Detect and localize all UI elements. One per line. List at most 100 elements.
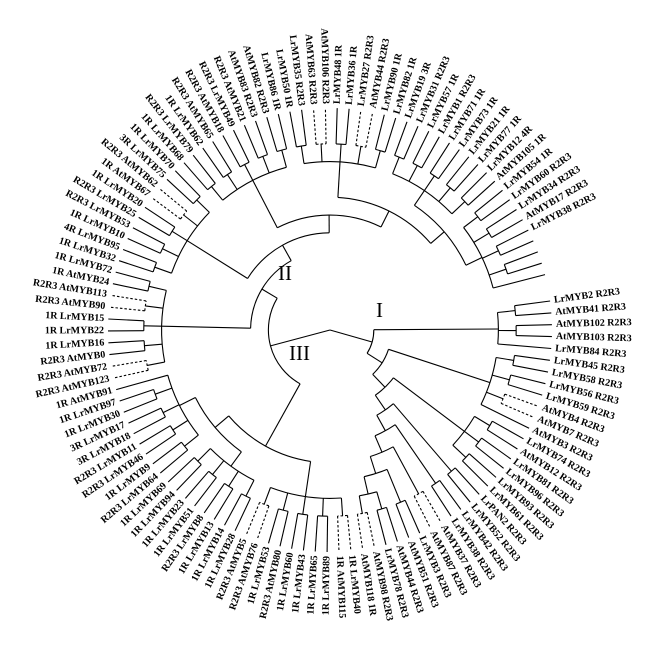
- tree-branch: [194, 477, 217, 507]
- tree-branch: [171, 230, 188, 242]
- tree-branch: [475, 437, 483, 447]
- tree-branch: [210, 186, 224, 201]
- tree-branch: [463, 216, 479, 228]
- tree-branch: [376, 414, 386, 432]
- tree-branch: [192, 154, 216, 184]
- tree-branch: [148, 285, 167, 291]
- tree-branch: [282, 244, 292, 261]
- tree-branch: [162, 404, 180, 414]
- tree-branch: [303, 161, 376, 169]
- tree-branch: [138, 216, 170, 237]
- tree-branch: [210, 448, 255, 481]
- tree-branch: [184, 434, 199, 447]
- tree-branch: [474, 189, 503, 214]
- tree-branch: [507, 384, 543, 396]
- tree-branch: [167, 375, 199, 436]
- tree-branch: [196, 199, 210, 213]
- tree-branch: [462, 460, 489, 487]
- tree-branch: [183, 162, 209, 191]
- tree-branch: [245, 480, 255, 497]
- tree-branch: [429, 142, 450, 174]
- tree-branch: [386, 469, 402, 503]
- tree-branch: [167, 457, 195, 483]
- tree-branch: [366, 512, 375, 548]
- tree-branch: [179, 397, 196, 406]
- tree-branch: [239, 161, 250, 168]
- tree-branch: [500, 402, 535, 419]
- tree-branch: [144, 343, 163, 347]
- tree-branch: [392, 173, 453, 215]
- tree-branch: [281, 150, 287, 168]
- tree-branch: [144, 206, 176, 228]
- tree-branch: [486, 391, 504, 400]
- tree-branch: [335, 108, 338, 144]
- tree-branch: [270, 329, 331, 347]
- tree-branch: [228, 471, 239, 487]
- tree-branch: [160, 407, 166, 418]
- tree-branch: [316, 143, 327, 145]
- tree-branch: [393, 377, 465, 432]
- tree-branch: [277, 214, 382, 229]
- tree-branch: [324, 107, 327, 144]
- tree-branch: [224, 493, 242, 526]
- tree-branch: [166, 178, 194, 205]
- tree-branch: [337, 196, 432, 244]
- tree-branch: [304, 461, 312, 497]
- leaf-label: 1R LrMYB22: [45, 325, 104, 336]
- tree-branch: [245, 502, 261, 536]
- tree-branch: [429, 172, 439, 180]
- tree-branch: [302, 514, 309, 551]
- tree-branch: [369, 456, 377, 474]
- tree-branch: [473, 232, 490, 243]
- tree-branch: [491, 219, 523, 238]
- tree-branch: [514, 305, 517, 316]
- tree-branch: [212, 141, 233, 173]
- tree-branch: [504, 393, 539, 407]
- tree-branch: [214, 415, 230, 428]
- group-label-3: III: [289, 341, 310, 365]
- tree-branch: [413, 190, 425, 206]
- tree-branch: [516, 324, 552, 327]
- tree-branch: [464, 430, 480, 443]
- leaf-label: LrMYB36 1R: [344, 45, 360, 106]
- tree-branch: [439, 480, 462, 510]
- leaf-label: 1R LrMYB65: [305, 555, 320, 615]
- tree-branch: [496, 356, 514, 361]
- tree-branch: [108, 340, 145, 344]
- tree-branch: [374, 394, 386, 411]
- tree-branch: [504, 251, 538, 266]
- leaf-label: 1R LrMYB89: [321, 556, 333, 615]
- tree-branch: [412, 130, 430, 164]
- tree-branch: [486, 209, 517, 230]
- tree-branch: [486, 429, 518, 450]
- tree-branch: [385, 507, 398, 542]
- tree-branch: [169, 226, 176, 236]
- tree-branch: [345, 108, 350, 145]
- tree-branch: [267, 297, 301, 385]
- tree-branch: [453, 164, 479, 192]
- tree-branch: [176, 464, 202, 491]
- tree-branch: [337, 161, 341, 198]
- tree-branch: [270, 486, 342, 499]
- tree-branch: [495, 245, 502, 256]
- tree-branch: [500, 240, 534, 256]
- tree-branch: [431, 479, 441, 487]
- tree-branch: [144, 300, 147, 311]
- tree-branch: [224, 482, 234, 490]
- tree-branch: [170, 212, 210, 274]
- tree-branch: [515, 312, 552, 317]
- tree-branches: [107, 107, 552, 553]
- tree-branch: [492, 274, 546, 289]
- tree-branch: [128, 407, 162, 424]
- tree-branch: [184, 470, 210, 499]
- tree-branch: [161, 325, 251, 329]
- tree-branch: [357, 146, 362, 164]
- tree-branch: [109, 306, 145, 312]
- leaf-label: AtMYB102 R2R3: [556, 317, 632, 330]
- tree-branch: [516, 335, 552, 338]
- tree-branch: [254, 120, 269, 155]
- tree-branch: [463, 227, 494, 289]
- tree-branch: [234, 498, 251, 531]
- tree-branch: [243, 124, 259, 159]
